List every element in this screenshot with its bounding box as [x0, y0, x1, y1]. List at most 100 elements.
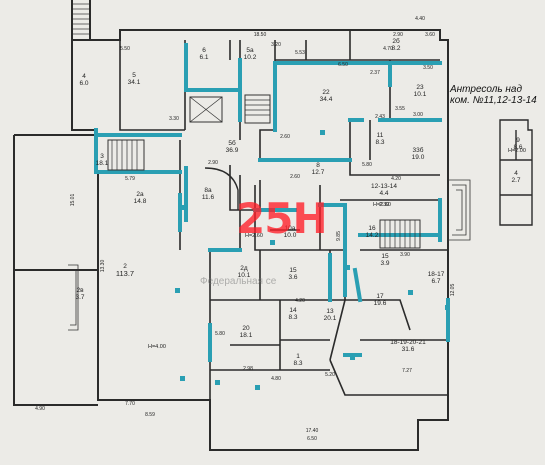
dimension-label: 2.37 — [370, 70, 380, 76]
room-area: 19.0 — [412, 154, 425, 161]
room-number: 8 — [316, 162, 320, 169]
room-number: 2б — [392, 37, 400, 45]
room-area: 6.0 — [79, 80, 88, 87]
height-label: H=2.60 — [245, 233, 263, 239]
room-number: 8a — [204, 187, 212, 194]
room-area: 36.9 — [226, 147, 239, 154]
dimension-label: 3.50 — [423, 65, 433, 71]
dimension-label: 4.70 — [383, 46, 393, 52]
dimension-label: 7.70 — [125, 401, 135, 407]
dimension-label: 4.80 — [271, 376, 281, 382]
dimension-label: 5.79 — [125, 176, 135, 182]
dimension-label: 2.43 — [375, 114, 385, 120]
room-number: 10a — [285, 225, 296, 232]
entrance-steps-left — [68, 264, 79, 331]
room-area: 14.8 — [134, 198, 147, 205]
dimension-label: 5.80 — [362, 162, 372, 168]
dimension-label: 15.01 — [70, 194, 76, 207]
height-label: H=4.00 — [148, 344, 166, 350]
room-number: 22 — [322, 89, 330, 96]
dimension-label: 5.80 — [215, 331, 225, 337]
height-label: H=2.60 — [373, 202, 391, 208]
entrance-steps-right — [448, 179, 471, 241]
room-area: 10.0 — [284, 232, 297, 239]
dimension-label: 6.50 — [338, 62, 348, 68]
room-number: 33б — [413, 146, 424, 154]
dimension-label: 5.53 — [295, 50, 305, 56]
room-number: 16 — [368, 225, 376, 232]
dimension-label: 2.98 — [243, 366, 253, 372]
room-area: 34.4 — [320, 96, 333, 103]
room-number: 5б — [228, 139, 236, 147]
room-number: 14 — [289, 307, 297, 314]
central-stairs — [107, 94, 421, 249]
room-number: 9 — [516, 137, 520, 144]
room-area: 8.3 — [288, 314, 297, 321]
room-area: 10.1 — [238, 272, 251, 279]
dimension-label: 13.30 — [100, 260, 106, 273]
room-number: 18-17 — [428, 271, 445, 278]
room-number: 15 — [289, 267, 297, 274]
room-area: 3.7 — [75, 294, 84, 301]
room-area: 8.6 — [513, 144, 522, 151]
height-label: H=2.00 — [508, 148, 526, 154]
dimension-label: 12.05 — [450, 284, 456, 297]
room-number: 5a — [246, 47, 254, 54]
room-number: 6 — [202, 47, 206, 54]
room-area: 3.6 — [288, 274, 297, 281]
dimension-label: 3.30 — [169, 116, 179, 122]
dimension-label: 5.50 — [120, 46, 130, 52]
room-area: 12.7 — [312, 169, 325, 176]
dimension-label: 4.90 — [35, 406, 45, 412]
room-number: 4 — [514, 170, 518, 177]
room-area: 6.7 — [431, 278, 440, 285]
room-area: 18.1 — [240, 332, 253, 339]
mezzanine-caption: Антресоль над ком. №11,12-13-14 — [450, 84, 537, 106]
dimension-label: 3.00 — [413, 112, 423, 118]
dimension-label: 18.50 — [254, 32, 267, 38]
dimension-label: 7.27 — [402, 368, 412, 374]
room-number: 1 — [296, 353, 300, 360]
highlighted-walls — [94, 43, 450, 362]
room-number: 15 — [381, 253, 389, 260]
room-area: 6.1 — [199, 54, 208, 61]
markers — [175, 130, 450, 390]
room-number: 20 — [242, 325, 250, 332]
room-area: 20.1 — [324, 315, 337, 322]
dimension-label: 17.40 — [306, 428, 319, 434]
room-area: 4.4 — [379, 190, 388, 197]
dimension-label: 2.60 — [290, 174, 300, 180]
dimension-label: 3.60 — [425, 32, 435, 38]
room-number: 17 — [376, 293, 384, 300]
mezzanine-caption-line2: ком. №11,12-13-14 — [450, 95, 537, 106]
dimension-label: 5.20 — [325, 372, 335, 378]
room-number: 2д — [240, 265, 248, 272]
room-area: 31.6 — [402, 346, 415, 353]
dimension-label: 2.60 — [280, 134, 290, 140]
room-area: 10.1 — [414, 91, 427, 98]
room-number: 23 — [416, 84, 424, 91]
annex-mezzanine — [499, 119, 533, 226]
room-number: 2a — [136, 191, 144, 198]
dimension-label: 3.20 — [271, 42, 281, 48]
room-number: 18-19-20-21 — [390, 339, 426, 346]
room-number: 11 — [377, 132, 384, 139]
curved-wall — [204, 167, 239, 210]
room-number: 2в — [76, 287, 84, 294]
dimension-label: 4.20 — [295, 298, 305, 304]
room-number: 3 — [100, 153, 104, 160]
room-number: 5 — [132, 72, 136, 79]
room-number: 2 — [123, 263, 127, 270]
room-area: 14.2 — [366, 232, 379, 239]
dimension-label: 3.90 — [400, 252, 410, 258]
room-area: 34.1 — [128, 79, 141, 86]
room-area: 3.9 — [380, 260, 389, 267]
dimension-label: 9.85 — [336, 231, 342, 241]
room-area: 8.3 — [375, 139, 384, 146]
room-area: 2.7 — [511, 177, 520, 184]
room-area: 10.2 — [244, 54, 257, 61]
dimension-label: 2.90 — [208, 160, 218, 166]
room-area: 19.6 — [374, 300, 387, 307]
watermark-logo: 25H — [236, 194, 328, 243]
